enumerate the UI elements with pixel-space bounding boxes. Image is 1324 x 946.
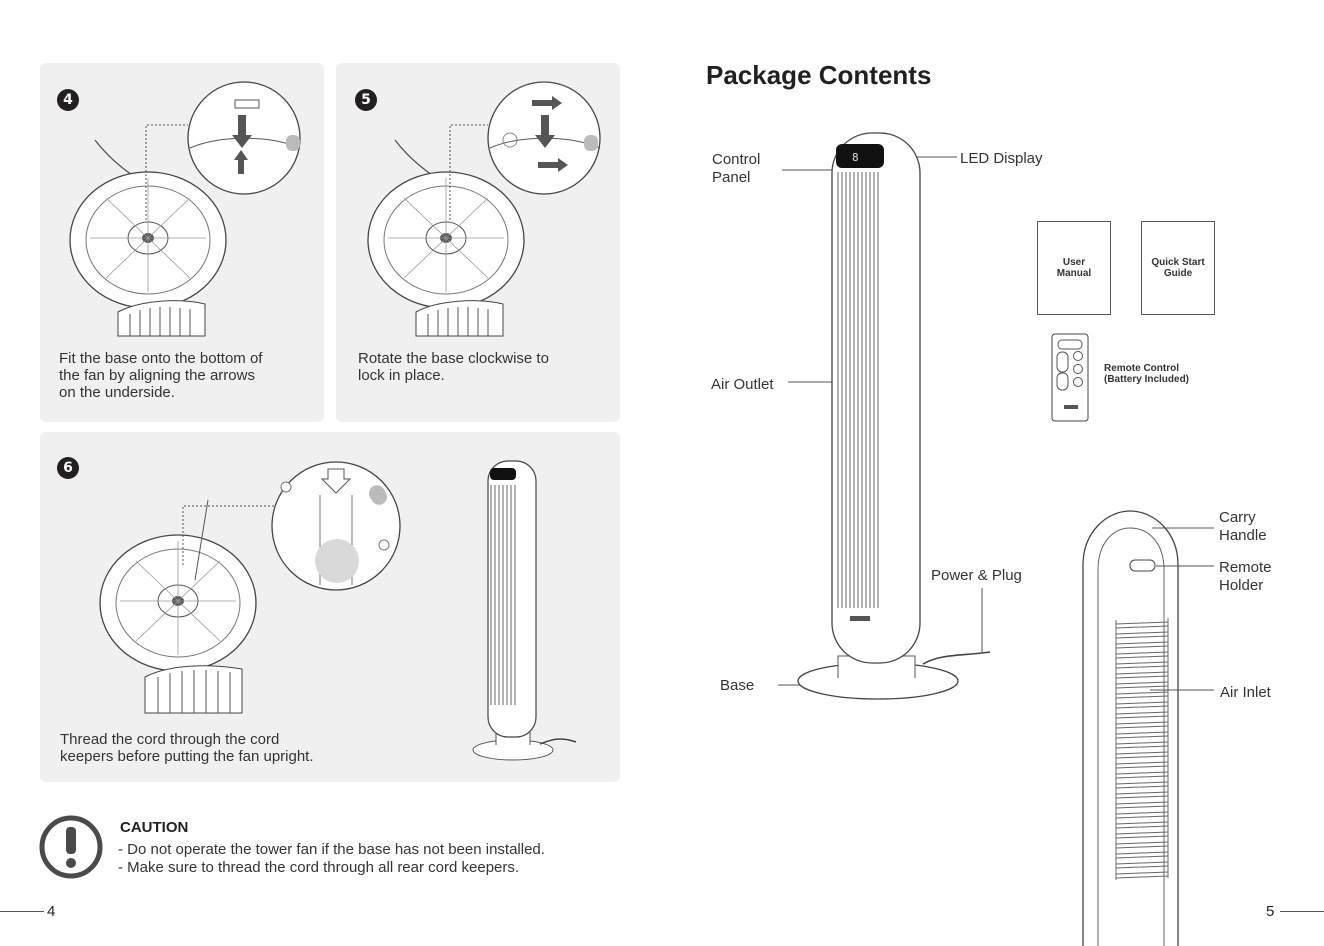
remote-control-label: Remote Control (Battery Included): [1104, 363, 1190, 385]
step-5-illustration: [367, 81, 601, 337]
step-4-illustration: [69, 81, 301, 337]
page-title: Package Contents: [706, 60, 932, 90]
label-control-panel: Control Panel: [712, 151, 761, 186]
user-manual-booklet: [1037, 221, 1111, 315]
label-power-plug: Power & Plug: [931, 567, 1022, 584]
caution-line-2: - Make sure to thread the cord through a…: [118, 859, 520, 876]
label-carry-handle: Carry Handle: [1219, 509, 1267, 544]
tower-fan-illustration: 8: [778, 132, 991, 700]
caution-line-1: - Do not operate the tower fan if the ba…: [118, 841, 545, 858]
page-rule-right: [1280, 911, 1324, 912]
remote-control-illustration: [1051, 333, 1089, 422]
label-air-outlet: Air Outlet: [711, 376, 774, 393]
step-5-caption: Rotate the base clockwise to lock in pla…: [358, 350, 549, 384]
exclamation-icon: [39, 815, 103, 879]
quick-start-booklet: [1141, 221, 1215, 315]
fan-rear-view: [1082, 510, 1214, 946]
step-6-base-illustration: [99, 461, 401, 714]
quick-start-label: Quick Start Guide: [1151, 257, 1205, 279]
label-base: Base: [720, 677, 755, 694]
page-number-right: 5: [1266, 903, 1275, 920]
caution-title: CAUTION: [120, 819, 189, 836]
page-rule-left: [0, 911, 44, 912]
label-led-display: LED Display: [960, 150, 1043, 167]
step-4-badge: 4: [57, 89, 79, 111]
step-6-badge: 6: [57, 457, 79, 479]
page-number-left: 4: [47, 903, 56, 920]
svg-text:8: 8: [852, 151, 859, 164]
step-6-caption: Thread the cord through the cord keepers…: [60, 731, 314, 765]
step-6-upright-fan: [472, 460, 577, 761]
step-4-caption: Fit the base onto the bottom of the fan …: [59, 350, 263, 401]
label-remote-holder: Remote Holder: [1219, 559, 1272, 594]
step-5-badge: 5: [355, 89, 377, 111]
user-manual-label: User Manual: [1056, 257, 1092, 279]
label-air-inlet: Air Inlet: [1220, 684, 1271, 701]
